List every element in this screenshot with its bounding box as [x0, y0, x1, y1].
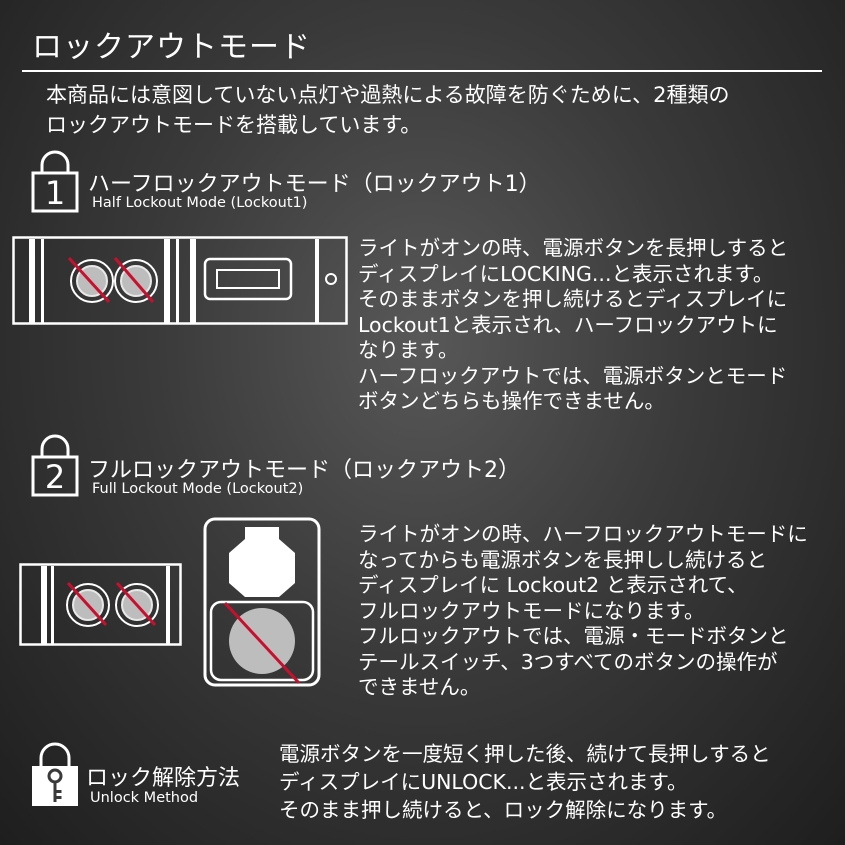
- description-line: できません。: [358, 675, 481, 699]
- power-button-locked: [66, 581, 110, 627]
- description-line: そのまま押し続けると、ロック解除になります。: [279, 798, 728, 822]
- intro-line: 本商品には意図していない点灯や過熱による故障を防ぐために、2種類の: [46, 83, 730, 107]
- description-line: ディスプレイに Lockout2 と表示されて、: [358, 573, 748, 597]
- description-line: 電源ボタンを一度短く押した後、続けて長押しすると: [279, 742, 771, 766]
- full-lockout-subtitle: Full Lockout Mode (Lockout2): [92, 481, 304, 497]
- description-line: なります。: [358, 338, 459, 362]
- full-lockout-title: フルロックアウトモード（ロックアウト2）: [88, 458, 520, 483]
- description-line: テールスイッチ、3つすべてのボタンの操作が: [358, 649, 778, 674]
- full-lockout-head-diagram: [19, 563, 184, 647]
- half-lockout-subtitle: Half Lockout Mode (Lockout1): [92, 195, 308, 211]
- description-line: ディスプレイにLOCKING...と表示されます。: [358, 261, 774, 286]
- description-line: ライトがオンの時、電源ボタンを長押しすると: [358, 236, 789, 260]
- unlock-description: 電源ボタンを一度短く押した後、続けて長押しすると ディスプレイにUNLOCK..…: [279, 740, 771, 824]
- power-button-locked: [67, 256, 114, 304]
- lock-2-number: 2: [45, 458, 65, 496]
- tail-switch-diagram: [203, 517, 323, 689]
- description-line: フルロックアウトでは、電源・モードボタンと: [358, 624, 789, 648]
- full-lockout-description: ライトがオンの時、ハーフロックアウトモードに なってからも電源ボタンを長押しし続…: [358, 522, 808, 701]
- intro-line: ロックアウトモードを搭載しています。: [46, 113, 422, 137]
- unlock-key-icon: [30, 742, 80, 808]
- page-title: ロックアウトモード: [32, 30, 311, 65]
- lock-1-icon: 1: [30, 150, 80, 214]
- description-line: なってからも電源ボタンを長押しし続けると: [358, 547, 767, 572]
- title-divider: [22, 70, 822, 72]
- lock-2-icon: 2: [30, 434, 80, 498]
- description-line: そのままボタンを押し続けるとディスプレイに: [358, 287, 788, 311]
- description-line: ディスプレイにUNLOCK...と表示されます。: [279, 770, 688, 794]
- description-line: ボタンどちらも操作できません。: [358, 389, 665, 413]
- half-lockout-description: ライトがオンの時、電源ボタンを長押しすると ディスプレイにLOCKING...と…: [358, 236, 788, 415]
- description-line: Lockout1と表示され、ハーフロックアウトに: [358, 312, 778, 337]
- description-line: ハーフロックアウトでは、電源ボタンとモード: [358, 363, 788, 388]
- intro-text: 本商品には意図していない点灯や過熱による故障を防ぐために、2種類の ロックアウト…: [46, 80, 729, 140]
- tail-switch-locked: [223, 601, 301, 685]
- mode-button-locked: [115, 581, 159, 627]
- half-lockout-diagram: [12, 236, 348, 326]
- display-screen: [203, 257, 293, 301]
- mode-button-locked: [113, 257, 158, 303]
- description-line: ライトがオンの時、ハーフロックアウトモードに: [358, 522, 808, 546]
- unlock-subtitle: Unlock Method: [90, 790, 199, 806]
- description-line: フルロックアウトモードになります。: [358, 598, 705, 623]
- half-lockout-title: ハーフロックアウトモード（ロックアウト1）: [88, 172, 541, 197]
- lock-1-number: 1: [45, 174, 65, 212]
- unlock-title: ロック解除方法: [86, 766, 241, 791]
